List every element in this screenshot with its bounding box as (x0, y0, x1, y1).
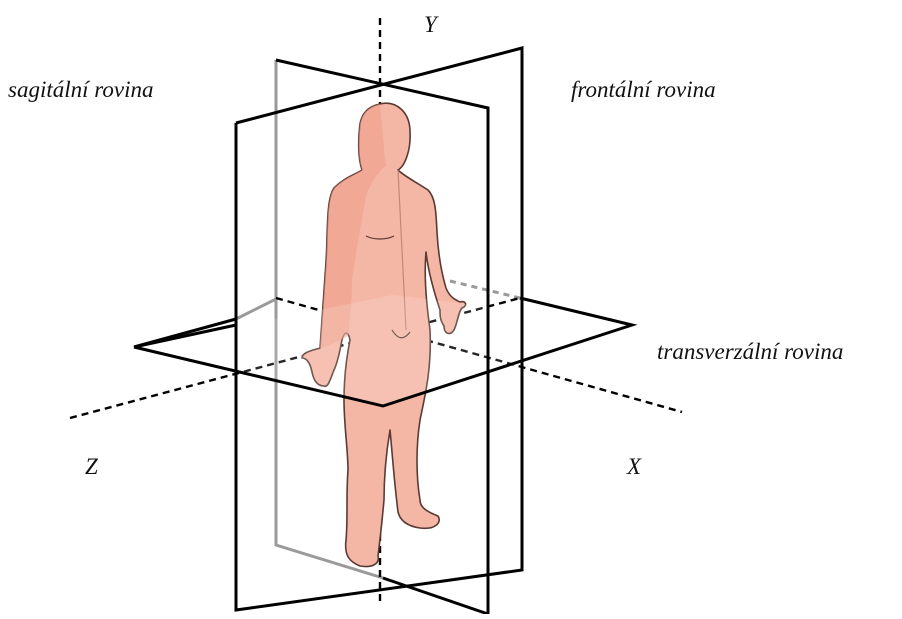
frontal-plane-label: frontální rovina (571, 78, 716, 101)
transverse-plane-label: transverzální rovina (657, 340, 843, 363)
x-axis-label: X (627, 455, 641, 478)
sagittal-plane-label: sagitální rovina (8, 78, 153, 101)
y-axis-label: Y (424, 13, 437, 36)
transverse-plane-back-edge (236, 299, 276, 319)
transverse-plane-back-edge-right (450, 281, 520, 298)
z-axis-label: Z (85, 455, 98, 478)
